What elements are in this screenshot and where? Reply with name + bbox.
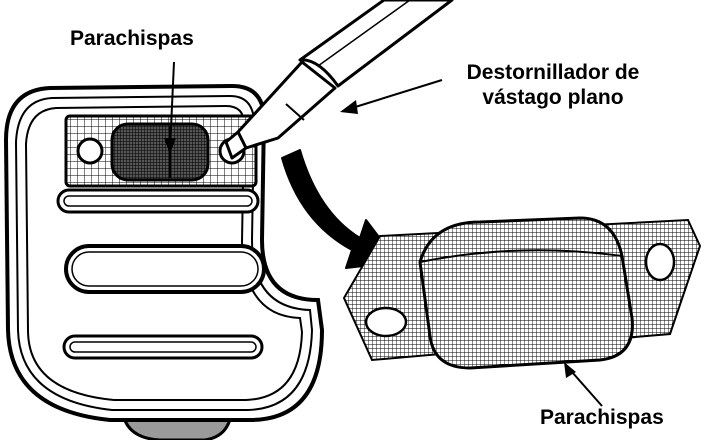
leader-bottom-arrowhead (564, 362, 576, 378)
leader-top-arrowhead (164, 138, 176, 154)
label-spark-arrestor-top: Parachispas (70, 27, 194, 50)
leader-screwdriver-arrowhead (340, 100, 358, 114)
removed-spark-arrestor (342, 216, 702, 370)
installed-spark-arrestor (64, 114, 258, 188)
label-screwdriver: Destornillador de vástago plano (452, 60, 654, 110)
label-spark-arrestor-bottom: Parachispas (540, 406, 664, 429)
muffler-ribs (56, 188, 266, 360)
leader-screwdriver (351, 79, 443, 109)
label-screwdriver-line2: vástago plano (482, 86, 624, 109)
screwdriver (224, 0, 454, 160)
leader-bottom-spark-arrestor (571, 371, 603, 407)
leader-top-spark-arrestor (169, 61, 175, 151)
label-screwdriver-line1: Destornillador de (466, 61, 640, 84)
